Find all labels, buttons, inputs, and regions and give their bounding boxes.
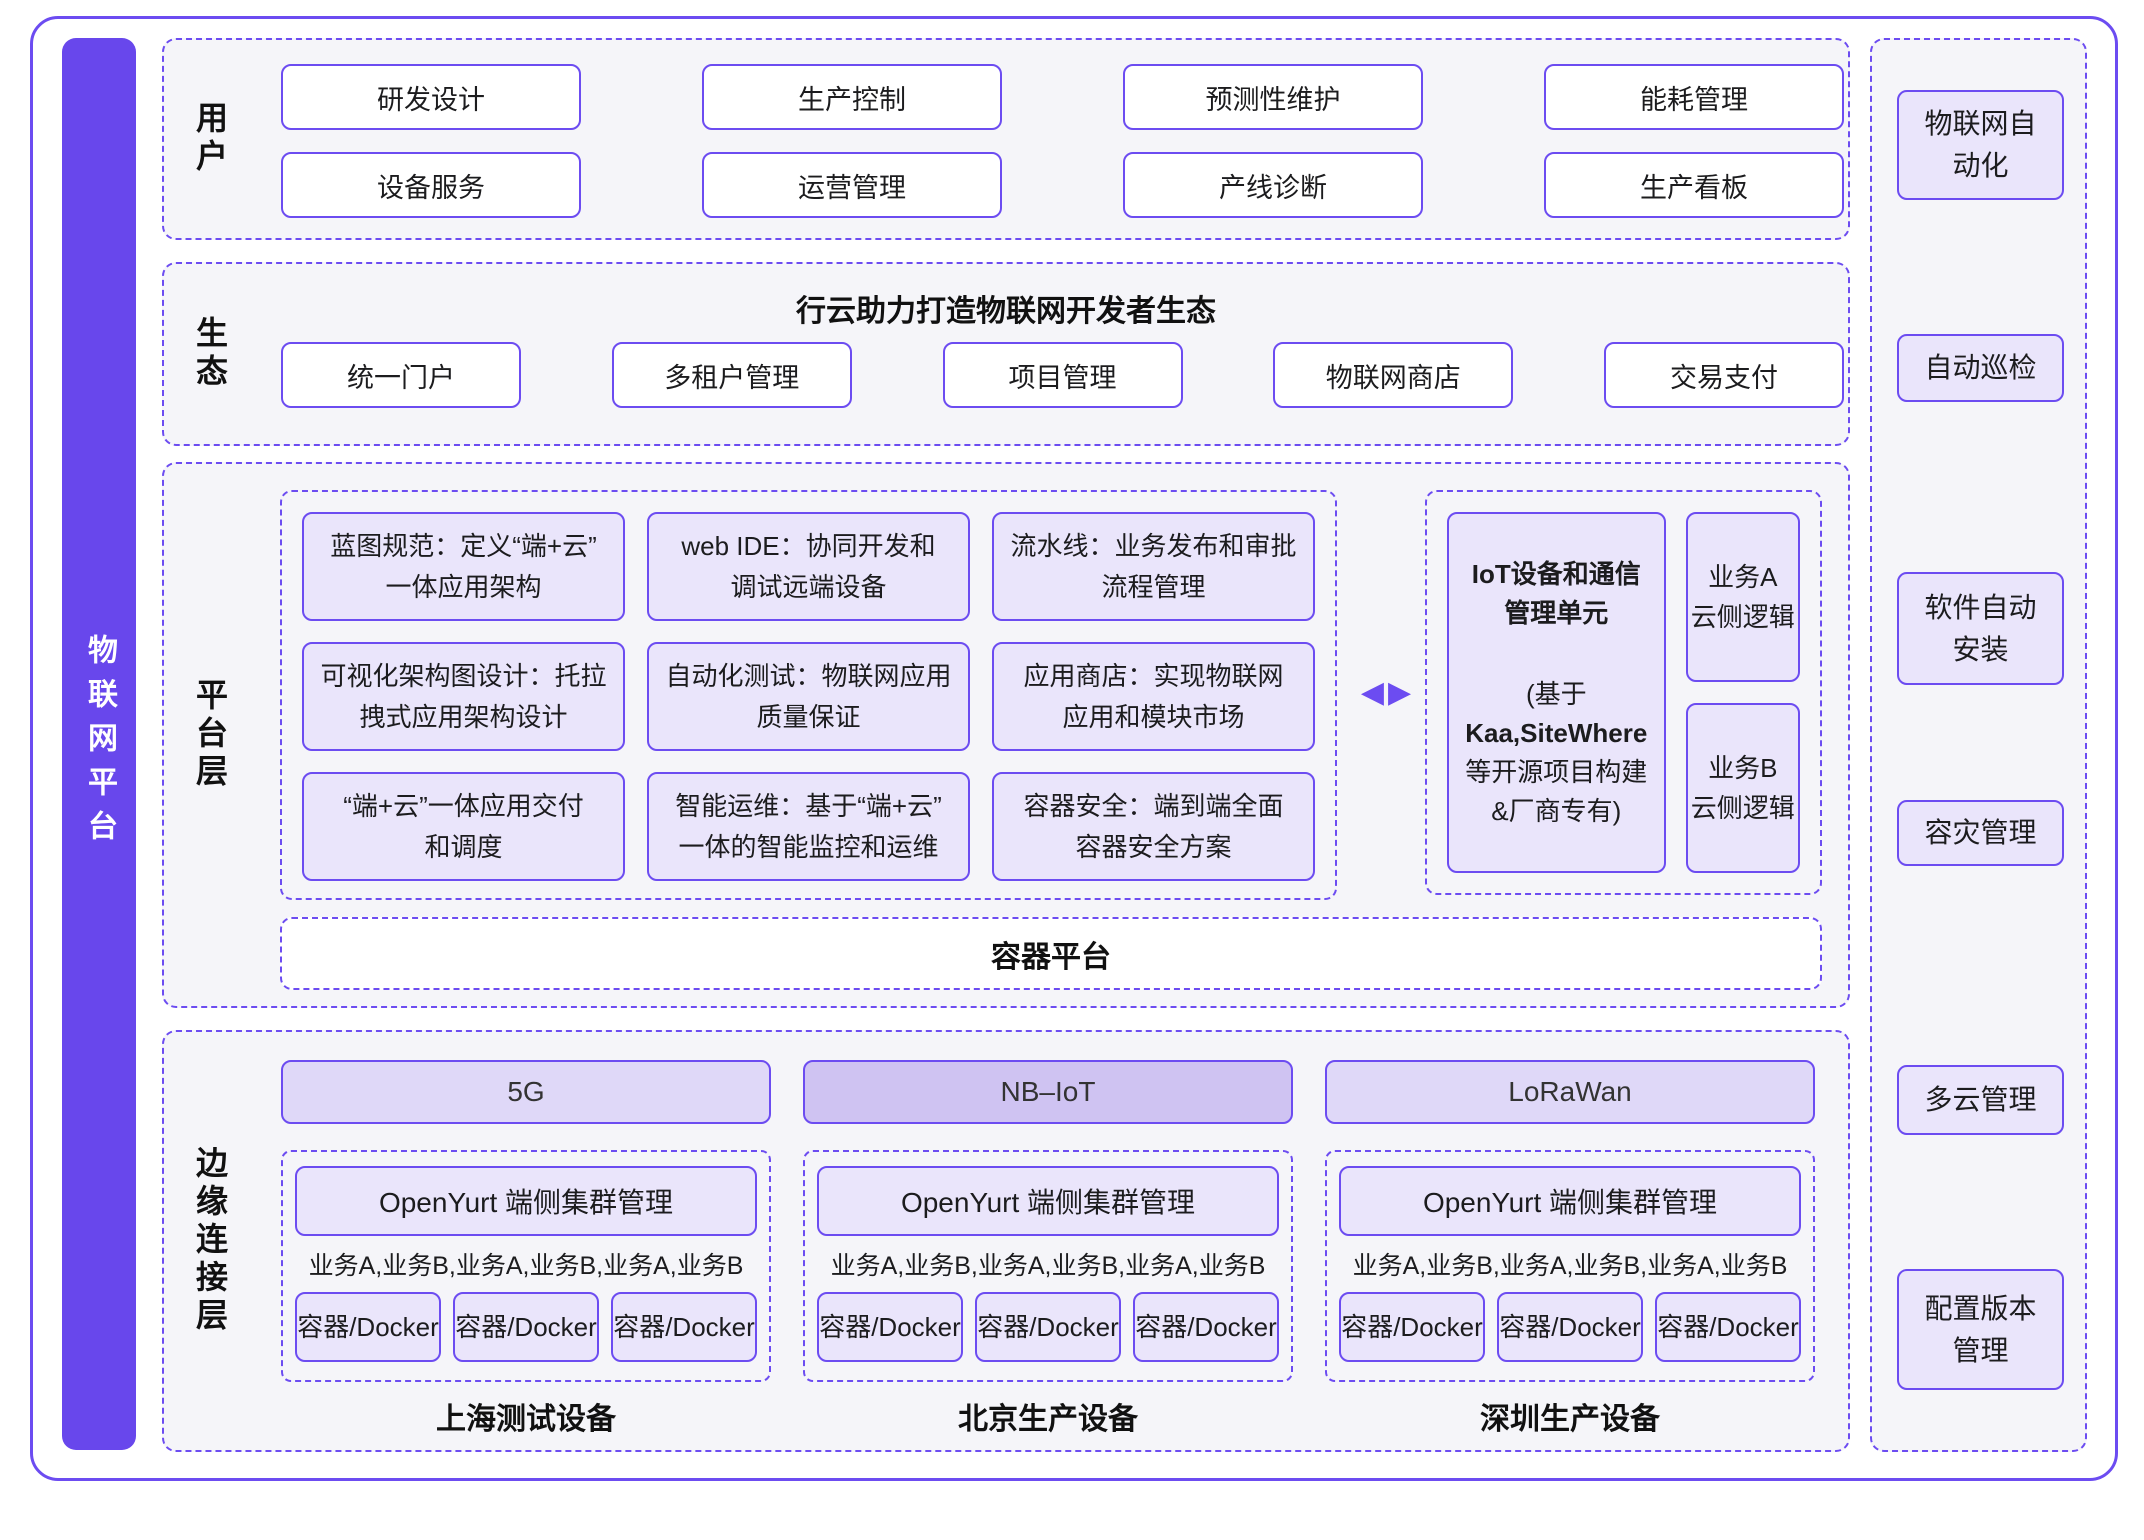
right-rail: 物联网自 动化 自动巡检 软件自动 安装 容灾管理 多云管理 配置版本 管理 xyxy=(1870,38,2087,1452)
docker-box: 容器/Docker xyxy=(1497,1292,1643,1362)
site-label: 深圳生产设备 xyxy=(1480,1403,1660,1436)
docker-box: 容器/Docker xyxy=(1339,1292,1485,1362)
user-box: 研发设计 xyxy=(281,64,581,130)
right-rail-item-multicloud: 多云管理 xyxy=(1897,1065,2064,1135)
ecosystem-box: 交易支付 xyxy=(1604,342,1844,408)
right-rail-item-disaster-recovery: 容灾管理 xyxy=(1897,800,2064,866)
edge-group-shanghai: 5G OpenYurt 端侧集群管理 业务A,业务B,业务A,业务B,业务A,业… xyxy=(281,1032,771,1450)
edge-cluster-container: OpenYurt 端侧集群管理 业务A,业务B,业务A,业务B,业务A,业务B … xyxy=(1325,1150,1815,1382)
services-line: 业务A,业务B,业务A,业务B,业务A,业务B xyxy=(830,1252,1266,1280)
left-rail: 物联网平台 xyxy=(62,38,136,1450)
section-ecosystem-label: 生态 xyxy=(192,316,228,392)
edge-group-beijing: NB–IoT OpenYurt 端侧集群管理 业务A,业务B,业务A,业务B,业… xyxy=(803,1032,1293,1450)
docker-box: 容器/Docker xyxy=(1133,1292,1279,1362)
openyurt-box: OpenYurt 端侧集群管理 xyxy=(817,1166,1279,1236)
openyurt-box: OpenYurt 端侧集群管理 xyxy=(1339,1166,1801,1236)
capability-box: 可视化架构图设计：托拉 拽式应用架构设计 xyxy=(302,642,625,751)
services-line: 业务A,业务B,业务A,业务B,业务A,业务B xyxy=(1352,1252,1788,1280)
ecosystem-box: 多租户管理 xyxy=(611,342,852,408)
ecosystem-title: 行云助力打造物联网开发者生态 xyxy=(796,295,1216,328)
iot-unit-box: IoT设备和通信 管理单元 (基于 Kaa,SiteWhere 等开源项目构建 … xyxy=(1447,512,1666,873)
user-box: 产线诊断 xyxy=(1123,152,1423,218)
docker-box: 容器/Docker xyxy=(453,1292,599,1362)
capability-box: 自动化测试：物联网应用 质量保证 xyxy=(647,642,970,751)
arrow-right-icon: ▶ xyxy=(1388,675,1412,709)
iot-unit-sub-suffix: 等开源项目构建 &厂商专有) xyxy=(1465,756,1648,826)
arrow-left-icon: ◀ xyxy=(1360,675,1384,709)
openyurt-box: OpenYurt 端侧集群管理 xyxy=(295,1166,757,1236)
edge-cluster-container: OpenYurt 端侧集群管理 业务A,业务B,业务A,业务B,业务A,业务B … xyxy=(281,1150,771,1382)
docker-box: 容器/Docker xyxy=(1655,1292,1801,1362)
right-rail-item-auto-install: 软件自动 安装 xyxy=(1897,572,2064,685)
user-box: 预测性维护 xyxy=(1123,64,1423,130)
iot-unit-subtitle: (基于 Kaa,SiteWhere 等开源项目构建 &厂商专有) xyxy=(1465,675,1647,831)
capability-box: 容器安全：端到端全面 容器安全方案 xyxy=(992,772,1315,881)
ecosystem-box: 物联网商店 xyxy=(1273,342,1514,408)
right-rail-item-iot-automation: 物联网自 动化 xyxy=(1897,90,2064,200)
user-box: 生产控制 xyxy=(702,64,1002,130)
container-platform-bar: 容器平台 xyxy=(280,917,1822,990)
docker-row: 容器/Docker 容器/Docker 容器/Docker xyxy=(295,1292,757,1362)
cloud-logic-column: 业务A 云侧逻辑 业务B 云侧逻辑 xyxy=(1685,512,1800,873)
section-platform-label: 平台层 xyxy=(192,678,228,792)
right-rail-item-config-version: 配置版本 管理 xyxy=(1897,1269,2064,1390)
docker-box: 容器/Docker xyxy=(975,1292,1121,1362)
left-rail-label: 物联网平台 xyxy=(83,634,116,854)
capability-box: 智能运维：基于“端+云” 一体的智能监控和运维 xyxy=(647,772,970,881)
user-box: 能耗管理 xyxy=(1544,64,1844,130)
section-edge-label: 边缘连接层 xyxy=(192,1146,228,1336)
user-box: 设备服务 xyxy=(281,152,581,218)
edge-cluster-container: OpenYurt 端侧集群管理 业务A,业务B,业务A,业务B,业务A,业务B … xyxy=(803,1150,1293,1382)
docker-box: 容器/Docker xyxy=(817,1292,963,1362)
ecosystem-box: 项目管理 xyxy=(942,342,1183,408)
edge-group-shenzhen: LoRaWan OpenYurt 端侧集群管理 业务A,业务B,业务A,业务B,… xyxy=(1325,1032,1815,1450)
site-label: 北京生产设备 xyxy=(958,1403,1138,1436)
iot-unit-sub-bold: Kaa,SiteWhere xyxy=(1465,717,1648,748)
docker-row: 容器/Docker 容器/Docker 容器/Docker xyxy=(1339,1292,1801,1362)
section-users-label: 用户 xyxy=(192,101,228,177)
site-label: 上海测试设备 xyxy=(436,1403,616,1436)
section-users: 用户 研发设计 生产控制 预测性维护 能耗管理 设备服务 运营管理 产线诊断 生… xyxy=(162,38,1850,240)
right-rail-item-auto-inspection: 自动巡检 xyxy=(1897,334,2064,402)
user-box: 运营管理 xyxy=(702,152,1002,218)
capability-box: web IDE：协同开发和 调试远端设备 xyxy=(647,512,970,621)
docker-box: 容器/Docker xyxy=(295,1292,441,1362)
capability-box: 应用商店：实现物联网 应用和模块市场 xyxy=(992,642,1315,751)
network-bar-nbiot: NB–IoT xyxy=(803,1060,1293,1124)
users-grid: 研发设计 生产控制 预测性维护 能耗管理 设备服务 运营管理 产线诊断 生产看板 xyxy=(281,64,1844,218)
iot-unit-title: IoT设备和通信 管理单元 xyxy=(1471,558,1641,628)
section-platform-layer: 平台层 蓝图规范：定义“端+云” 一体应用架构 web IDE：协同开发和 调试… xyxy=(162,462,1850,1008)
capability-box: 蓝图规范：定义“端+云” 一体应用架构 xyxy=(302,512,625,621)
capability-box: 流水线：业务发布和审批 流程管理 xyxy=(992,512,1315,621)
iot-management-container: IoT设备和通信 管理单元 (基于 Kaa,SiteWhere 等开源项目构建 … xyxy=(1425,490,1822,895)
cloud-logic-box-b: 业务B 云侧逻辑 xyxy=(1685,703,1800,873)
services-line: 业务A,业务B,业务A,业务B,业务A,业务B xyxy=(308,1252,744,1280)
iot-unit-sub-prefix: (基于 xyxy=(1525,678,1587,709)
capability-box: “端+云”一体应用交付 和调度 xyxy=(302,772,625,881)
user-box: 生产看板 xyxy=(1544,152,1844,218)
network-bar-5g: 5G xyxy=(281,1060,771,1124)
docker-row: 容器/Docker 容器/Docker 容器/Docker xyxy=(817,1292,1279,1362)
docker-box: 容器/Docker xyxy=(611,1292,757,1362)
section-ecosystem: 生态 行云助力打造物联网开发者生态 统一门户 多租户管理 项目管理 物联网商店 … xyxy=(162,262,1850,446)
ecosystem-row: 统一门户 多租户管理 项目管理 物联网商店 交易支付 xyxy=(281,342,1844,408)
section-edge-layer: 边缘连接层 5G OpenYurt 端侧集群管理 业务A,业务B,业务A,业务B… xyxy=(162,1030,1850,1452)
platform-capabilities-container: 蓝图规范：定义“端+云” 一体应用架构 web IDE：协同开发和 调试远端设备… xyxy=(280,490,1337,900)
sync-arrows-icon: ◀ ▶ xyxy=(1350,668,1422,716)
network-bar-lorawan: LoRaWan xyxy=(1325,1060,1815,1124)
cloud-logic-box-a: 业务A 云侧逻辑 xyxy=(1685,512,1800,682)
ecosystem-box: 统一门户 xyxy=(281,342,521,408)
